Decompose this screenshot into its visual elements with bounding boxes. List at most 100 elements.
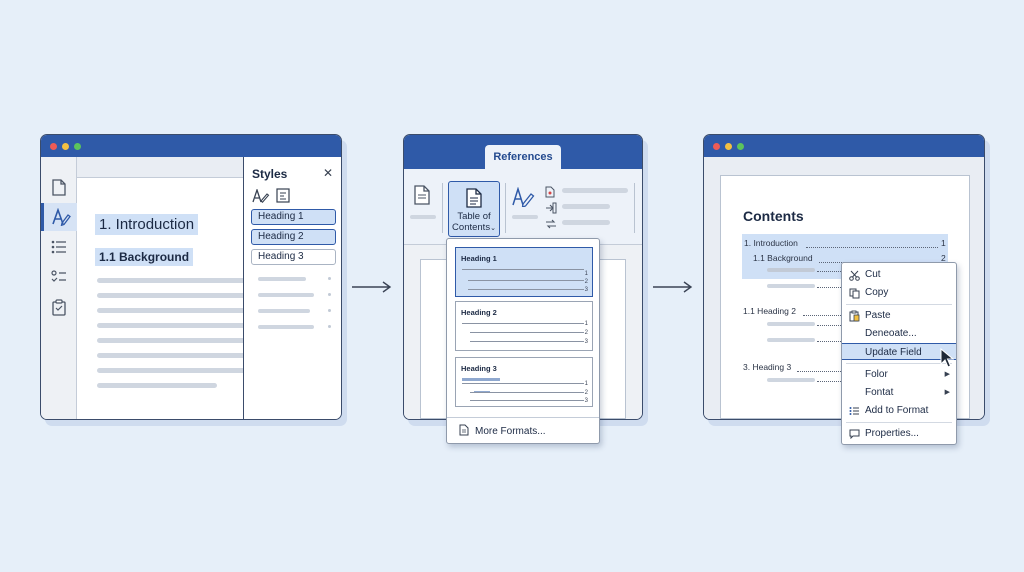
menu-item-cut[interactable]: Cut: [842, 266, 956, 283]
toc-line: [468, 289, 584, 290]
style-dot: [328, 293, 331, 296]
toc-gallery-item-heading-3[interactable]: Heading 3 1 2 3: [455, 357, 593, 407]
insert-footnote-icon[interactable]: [545, 201, 557, 219]
menu-item-folor[interactable]: Folor ▶: [842, 366, 956, 383]
left-toolbar: [41, 157, 77, 419]
style-dot: [328, 309, 331, 312]
more-formats-item[interactable]: More Formats...: [459, 424, 546, 439]
maximize-dot[interactable]: [737, 143, 744, 150]
page-number: 3: [584, 339, 588, 345]
toc-entry-4[interactable]: 3. Heading 3: [743, 362, 792, 372]
heading-2-text[interactable]: 1.1 Background: [95, 248, 194, 266]
styles-pen-icon[interactable]: [41, 203, 77, 231]
close-dot[interactable]: [713, 143, 720, 150]
ribbon-placeholder: [562, 220, 610, 225]
style-placeholder: [258, 325, 314, 329]
heading-1-text[interactable]: 1. Introduction: [95, 214, 199, 235]
flow-arrow-1: [352, 281, 392, 293]
menu-item-label: Cut: [865, 269, 881, 280]
toc-page-1: 1: [941, 238, 946, 248]
style-heading-3[interactable]: Heading 3: [251, 249, 336, 265]
toc-gallery-item-heading-1[interactable]: Heading 1 1 2 3: [455, 247, 593, 297]
submenu-arrow-icon: ▶: [944, 371, 950, 378]
styles-panel: Styles ✕ Heading 1 Heading 2 Heading 3: [243, 157, 341, 419]
ribbon-separator: [505, 183, 506, 233]
toc-line: [468, 280, 584, 281]
toc-entry-2[interactable]: 1.1 Background: [753, 253, 813, 263]
ribbon-placeholder: [410, 215, 436, 219]
ribbon-placeholder: [512, 215, 538, 219]
document-icon[interactable]: [49, 177, 69, 197]
document-icon[interactable]: [414, 185, 430, 210]
gallery-item-title: Heading 2: [461, 308, 497, 317]
toc-entry-1[interactable]: 1. Introduction: [744, 238, 798, 248]
page-number: 2: [584, 330, 588, 336]
menu-item-label: Folor: [865, 369, 888, 380]
minimize-dot[interactable]: [725, 143, 732, 150]
style-dot: [328, 277, 331, 280]
menu-item-copy[interactable]: Copy: [842, 284, 956, 301]
tab-references[interactable]: References: [485, 145, 561, 171]
text-line: [97, 368, 247, 373]
toc-document-icon: [466, 188, 482, 213]
style-heading-2[interactable]: Heading 2: [251, 229, 336, 245]
menu-item-properties[interactable]: Properties...: [842, 425, 956, 442]
list-icon[interactable]: [49, 237, 69, 257]
menu-item-label: Paste: [865, 310, 891, 321]
menu-item-fontat[interactable]: Fontat ▶: [842, 384, 956, 401]
contents-title: Contents: [743, 208, 804, 224]
cross-reference-icon[interactable]: [545, 217, 557, 235]
insert-citation-icon[interactable]: [512, 186, 536, 212]
menu-item-add-to-format[interactable]: Add to Format: [842, 402, 956, 419]
style-heading-1[interactable]: Heading 1: [251, 209, 336, 225]
gallery-item-title: Heading 3: [461, 364, 497, 373]
chevron-down-icon: ⌄: [490, 225, 496, 232]
toc-label-line1: Table of: [457, 211, 491, 222]
text-line: [97, 278, 247, 283]
text-line: [97, 308, 247, 313]
text-line: [97, 338, 247, 343]
menu-item-deneoate[interactable]: Deneoate...: [842, 325, 956, 342]
leader-dots: [817, 381, 841, 382]
text-line: [97, 323, 247, 328]
close-icon[interactable]: ✕: [322, 166, 333, 180]
table-of-contents-button[interactable]: Table of Contents⌄: [448, 181, 500, 237]
page-number: 1: [584, 271, 588, 277]
menu-item-update-field[interactable]: Update Field: [842, 343, 956, 360]
toc-line: [470, 341, 584, 342]
toc-line: [462, 269, 584, 270]
font-style-icon[interactable]: [252, 187, 270, 208]
minimize-dot[interactable]: [62, 143, 69, 150]
toc-gallery-item-heading-2[interactable]: Heading 2 1 2 3: [455, 301, 593, 351]
maximize-dot[interactable]: [74, 143, 81, 150]
document-page[interactable]: 1. Introduction 1.1 Background: [77, 177, 247, 419]
clipboard-icon[interactable]: [49, 297, 69, 317]
page-number: 1: [584, 381, 588, 387]
menu-item-paste[interactable]: Paste: [842, 307, 956, 324]
scissors-icon: [848, 269, 860, 281]
style-placeholder: [258, 309, 310, 313]
ribbon-separator: [442, 183, 443, 233]
text-line: [97, 353, 247, 358]
close-dot[interactable]: [50, 143, 57, 150]
paste-icon: [848, 310, 860, 322]
context-menu: Cut Copy Paste Deneoate... Update Field …: [841, 262, 957, 445]
menu-separator: [846, 422, 952, 423]
toc-entry-3[interactable]: 1.1 Heading 2: [743, 306, 796, 316]
style-dot: [328, 325, 331, 328]
leader-dots: [803, 315, 841, 316]
toc-button-label: Table of Contents⌄: [449, 211, 499, 234]
leader-dots: [797, 371, 841, 372]
document-area: 1. Introduction 1.1 Background: [77, 157, 247, 419]
toc-placeholder: [767, 284, 815, 288]
checklist-icon[interactable]: [49, 267, 69, 287]
style-inspector-icon[interactable]: [276, 188, 290, 208]
text-line: [97, 383, 217, 388]
toc-line: [462, 383, 584, 384]
toc-placeholder: [767, 378, 815, 382]
toc-line: [470, 332, 584, 333]
page-number: 3: [584, 287, 588, 293]
pdf-doc-icon[interactable]: [545, 185, 555, 203]
more-formats-label: More Formats...: [475, 426, 546, 437]
toc-placeholder: [767, 338, 815, 342]
